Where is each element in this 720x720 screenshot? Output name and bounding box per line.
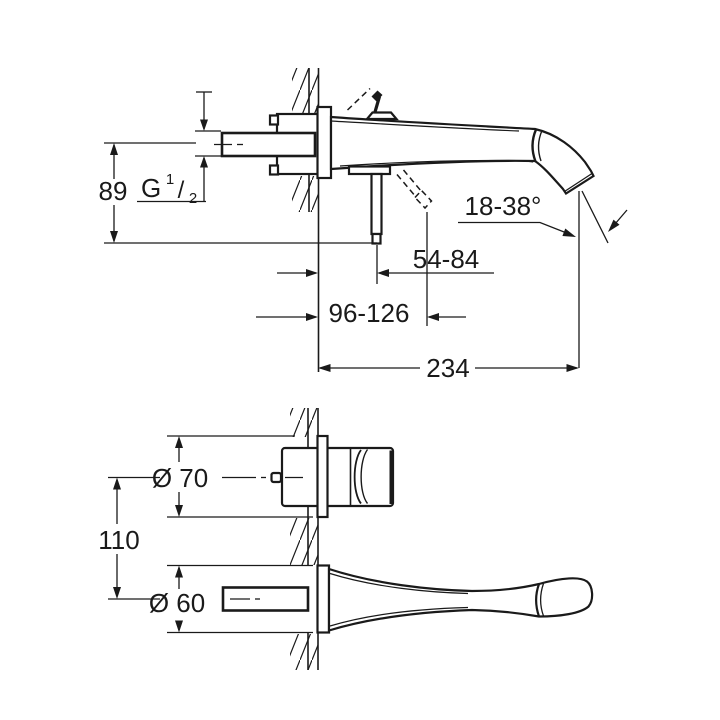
- dimension-labels: 89 G 1 / 2 18-38° 54-84 96-126 234 Ø 70 …: [98, 171, 541, 618]
- thread-label-g-half: G 1 / 2: [141, 171, 197, 207]
- front-view-handle: [222, 434, 395, 633]
- lever-handle-base: [364, 111, 399, 121]
- dim-label-234: 234: [426, 353, 469, 383]
- dim-label-96-126: 96-126: [329, 298, 410, 328]
- handle-escutcheon: [316, 434, 329, 519]
- side-view-wall: [292, 68, 320, 372]
- dim-label-dia-60: Ø 60: [149, 588, 205, 618]
- dim-label-110: 110: [98, 525, 139, 555]
- thread-label-denominator: 2: [189, 190, 197, 207]
- thread-label-g: G: [141, 173, 161, 203]
- dim-label-54-84: 54-84: [413, 244, 480, 274]
- side-view-dimensions: [104, 91, 628, 372]
- lever-handle-stick: [373, 96, 382, 113]
- thread-label-numerator: 1: [166, 171, 174, 188]
- dim-label-89: 89: [99, 176, 128, 206]
- side-view-faucet-body: [214, 87, 595, 245]
- spout-escutcheon: [316, 564, 331, 634]
- pop-up-rod-swiveled-dashed: [396, 169, 433, 210]
- thread-label-slash: /: [178, 177, 185, 204]
- lever-alt-position-dashes: [346, 87, 371, 111]
- dim-label-dia-70: Ø 70: [152, 463, 208, 493]
- pop-up-rod: [370, 172, 383, 236]
- dim-label-angle-range: 18-38°: [465, 191, 542, 221]
- front-view-dimensions: [108, 435, 313, 634]
- front-view-spout: [221, 564, 594, 634]
